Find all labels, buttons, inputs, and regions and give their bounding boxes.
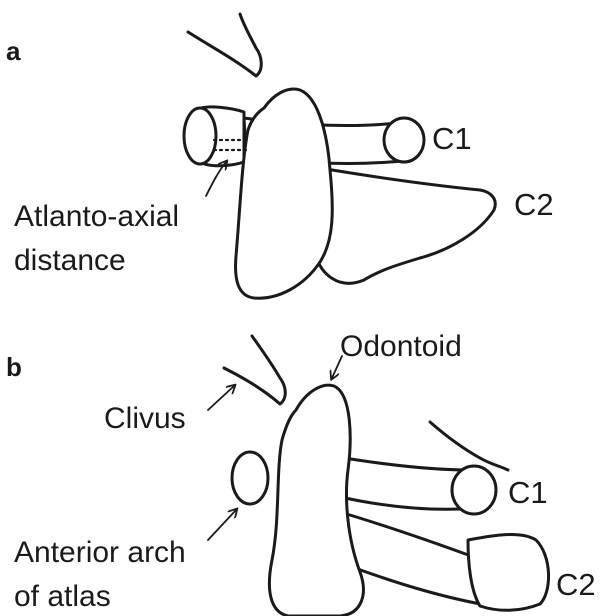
panel-b-anterior-arch-label-line2: of atlas — [14, 580, 111, 614]
panel-b-c1-label: C1 — [508, 476, 548, 510]
panel-a-clivus-shape — [188, 14, 261, 76]
panel-b-c2-body — [269, 385, 363, 616]
panel-b-clivus-label: Clivus — [104, 402, 186, 436]
panel-a-letter: a — [6, 34, 20, 68]
panel-a-drawing — [184, 14, 495, 298]
panel-b-c1-tubercle — [452, 466, 496, 514]
panel-a-c1-tubercle — [384, 118, 424, 162]
panel-b-c2-spinous-process — [468, 535, 549, 611]
panel-a-atlanto-axial-label-line2: distance — [14, 244, 126, 278]
panel-a-c1-label: C1 — [432, 122, 472, 156]
panel-b-letter: b — [6, 350, 22, 384]
panel-a-atlanto-axial-label-line1: Atlanto-axial — [14, 200, 179, 234]
panel-b-c2-label: C2 — [556, 568, 596, 602]
panel-b-anterior-arch-label-line1: Anterior arch — [14, 536, 186, 570]
panel-a-c2-spinous-process — [314, 168, 495, 283]
panel-a-c2-label: C2 — [514, 188, 554, 222]
panel-b-anterior-arch-arrow — [208, 510, 236, 540]
panel-b-clivus-arrow — [208, 386, 234, 410]
panel-a-anterior-arch-face — [184, 108, 216, 164]
panel-b-anterior-arch — [232, 452, 268, 504]
panel-b-c1-upper-contour — [430, 422, 508, 470]
panel-b-clivus-shape — [224, 336, 285, 404]
panel-b-odontoid-label: Odontoid — [340, 330, 462, 364]
panel-b-drawing — [208, 336, 549, 616]
